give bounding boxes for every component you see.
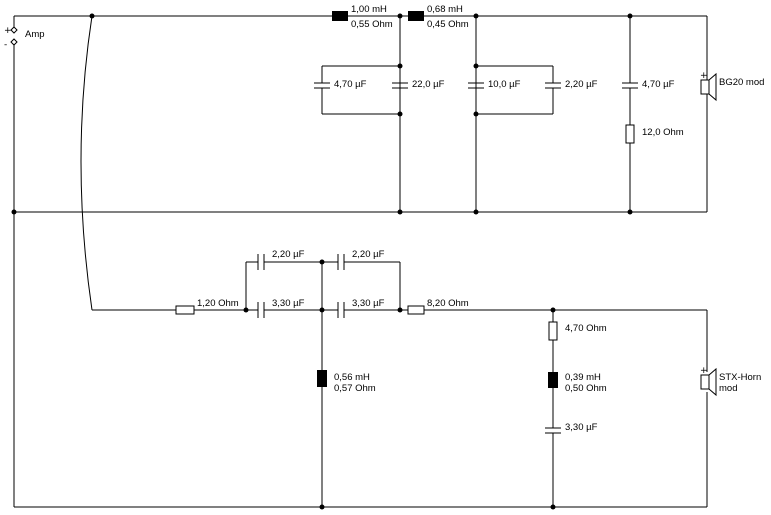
junction-dot: [550, 307, 556, 313]
c1-label: 4,70 µF: [334, 79, 367, 90]
junction-dot: [397, 13, 403, 19]
capacitor-c5: [622, 82, 638, 89]
l-shunt-inductance-label: 0,56 mH: [334, 372, 370, 383]
junction-dot: [473, 209, 479, 215]
junction-dot: [397, 111, 403, 117]
capacitor-mid-left: [257, 302, 265, 318]
amp-plus-terminal: [10, 26, 18, 34]
junction-dot: [11, 209, 17, 215]
capacitor-top-left: [257, 254, 265, 270]
c-notch-label: 3,30 µF: [565, 422, 598, 433]
c-mid-right-label: 3,30 µF: [352, 298, 385, 309]
tweeter-section: 1,00 mH 0,55 Ohm 0,68 mH 0,45 Ohm 4,70 µ…: [314, 4, 764, 144]
c3-label: 10,0 µF: [488, 79, 521, 90]
junction-dot: [397, 63, 403, 69]
junction-dot: [473, 111, 479, 117]
c2-label: 22,0 µF: [412, 79, 445, 90]
tweeter-speaker-label: BG20 mod: [719, 77, 764, 88]
junction-dot: [473, 13, 479, 19]
amp-plus-sign: +: [4, 26, 12, 36]
inductor-l1: [332, 11, 348, 21]
junction-dot: [397, 209, 403, 215]
wires: [13, 15, 708, 508]
capacitor-notch: [545, 427, 561, 434]
horn-plus-sign: +: [700, 366, 708, 376]
l2-resistance-label: 0,45 Ohm: [427, 19, 469, 30]
amp-minus-terminal: [10, 38, 18, 46]
junction-dots: [11, 13, 633, 510]
l-shunt-resistance-label: 0,57 Ohm: [334, 383, 376, 394]
capacitor-c4: [545, 82, 561, 89]
resistor-r1: [625, 124, 635, 144]
junction-dot: [627, 209, 633, 215]
l1-inductance-label: 1,00 mH: [351, 4, 387, 15]
l-notch-inductance-label: 0,39 mH: [565, 372, 601, 383]
junction-dot: [243, 307, 249, 313]
junction-dot: [627, 13, 633, 19]
amp-minus-sign: -: [4, 40, 7, 50]
tweeter-plus-sign: +: [700, 71, 708, 81]
c-mid-left-label: 3,30 µF: [272, 298, 305, 309]
resistor-series-1: [175, 305, 195, 315]
junction-dot: [319, 259, 325, 265]
inductor-shunt: [317, 370, 327, 387]
capacitor-c2: [392, 82, 408, 89]
r1-label: 12,0 Ohm: [642, 127, 684, 138]
horn-speaker-icon: [700, 367, 717, 397]
capacitor-c1: [314, 82, 330, 89]
junction-dot: [319, 307, 325, 313]
r-series-label: 1,20 Ohm: [197, 298, 239, 309]
capacitor-mid-right: [337, 302, 345, 318]
c-top-left-label: 2,20 µF: [272, 249, 305, 260]
junction-dot: [319, 504, 325, 510]
horn-section: 1,20 Ohm 2,20 µF 2,20 µF 3,30 µF 3,30 µF…: [175, 249, 761, 434]
l-notch-resistance-label: 0,50 Ohm: [565, 383, 607, 394]
amp-input: + - Amp: [4, 26, 45, 50]
resistor-notch: [548, 321, 558, 341]
horn-speaker-label-line2: mod: [719, 383, 737, 394]
c-top-right-label: 2,20 µF: [352, 249, 385, 260]
junction-dot: [89, 13, 95, 19]
junction-dot: [397, 307, 403, 313]
c5-label: 4,70 µF: [642, 79, 675, 90]
capacitor-top-right: [337, 254, 345, 270]
capacitor-c3: [468, 82, 484, 89]
amp-label: Amp: [25, 29, 45, 40]
c4-label: 2,20 µF: [565, 79, 598, 90]
resistor-series-2: [407, 305, 425, 315]
inductor-l2: [408, 11, 424, 21]
horn-speaker-label-line1: STX-Horn: [719, 372, 761, 383]
l2-inductance-label: 0,68 mH: [427, 4, 463, 15]
junction-dot: [550, 504, 556, 510]
junction-dot: [473, 63, 479, 69]
r-series2-label: 8,20 Ohm: [427, 298, 469, 309]
inductor-notch: [548, 372, 558, 388]
tweeter-speaker-icon: [700, 72, 717, 102]
r-notch-label: 4,70 Ohm: [565, 323, 607, 334]
l1-resistance-label: 0,55 Ohm: [351, 19, 393, 30]
